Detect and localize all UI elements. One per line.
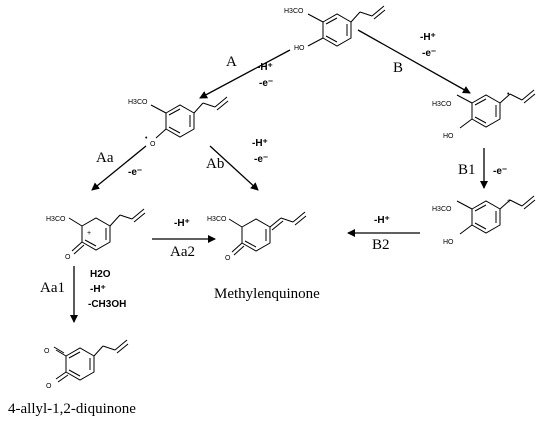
step-label-Aa1: Aa1 — [40, 280, 65, 296]
methylenquinone-molecule: H3CO O — [207, 211, 307, 262]
oxo-label: O — [225, 255, 231, 262]
hydroxy-label: HO — [443, 239, 454, 246]
methoxy-label: H3CO — [284, 8, 304, 15]
benzyl-radical-molecule: H3CO HO • — [432, 89, 536, 140]
step-label-B: B — [393, 60, 403, 76]
reagent-Aa2-1: -H⁺ — [174, 218, 190, 229]
methoxy-label: H3CO — [128, 99, 148, 106]
step-label-Aa2: Aa2 — [170, 244, 195, 260]
reagent-Aa-1: -e⁻ — [128, 167, 142, 178]
reagent-B2-1: -H⁺ — [374, 215, 390, 226]
step-label-B2: B2 — [372, 237, 390, 253]
reagent-B-1: -H⁺ — [420, 32, 436, 43]
step-label-B1: B1 — [458, 162, 476, 178]
methoxy-label: H3CO — [432, 206, 452, 213]
reagent-Ab-1: -H⁺ — [252, 138, 268, 149]
product-name-methylenquinone: Methylenquinone — [214, 286, 320, 302]
reagent-A-1: -H⁺ — [257, 62, 273, 73]
plus-charge: + — [87, 230, 91, 237]
step-label-Ab: Ab — [206, 156, 224, 172]
methoxy-label: H3CO — [46, 216, 66, 223]
benzyl-cation-molecule: H3CO HO + — [432, 195, 536, 246]
hydroxy-label: HO — [294, 45, 305, 52]
product-name-diquinone: 4-allyl-1,2-diquinone — [8, 401, 136, 417]
reagent-Aa1-3: -CH3OH — [88, 299, 126, 310]
phenoxy-radical-molecule: H3CO O • — [128, 96, 229, 148]
quinone-cation-molecule: H3CO O + — [46, 208, 146, 261]
radical-dot: • — [507, 91, 510, 98]
plus-charge: + — [507, 198, 511, 205]
hydroxy-label: HO — [443, 133, 454, 140]
step-label-A: A — [226, 54, 237, 70]
arrow-Aa — [91, 145, 147, 191]
diquinone-molecule: O O — [44, 339, 129, 390]
step-label-Aa: Aa — [96, 150, 114, 166]
reagent-Aa1-1: H2O — [90, 269, 111, 280]
arrow-A — [199, 49, 291, 99]
eugenol-molecule: H3CO HO — [284, 5, 386, 52]
oxo-label: O — [46, 383, 52, 390]
reagent-Aa1-2: -H⁺ — [90, 284, 106, 295]
arrow-B — [357, 29, 471, 94]
arrow-Ab — [209, 145, 259, 191]
radical-dot: • — [145, 135, 148, 142]
reagent-Ab-2: -e⁻ — [254, 154, 268, 165]
oxo-label: O — [65, 254, 71, 261]
methoxy-label: H3CO — [207, 216, 227, 223]
reagent-B1-1: -e⁻ — [493, 166, 507, 177]
oxo-label: O — [150, 141, 156, 148]
reagent-A-2: -e⁻ — [259, 78, 273, 89]
reagent-B-2: -e⁻ — [422, 48, 436, 59]
methoxy-label: H3CO — [432, 101, 452, 108]
oxo-label: O — [44, 348, 50, 355]
